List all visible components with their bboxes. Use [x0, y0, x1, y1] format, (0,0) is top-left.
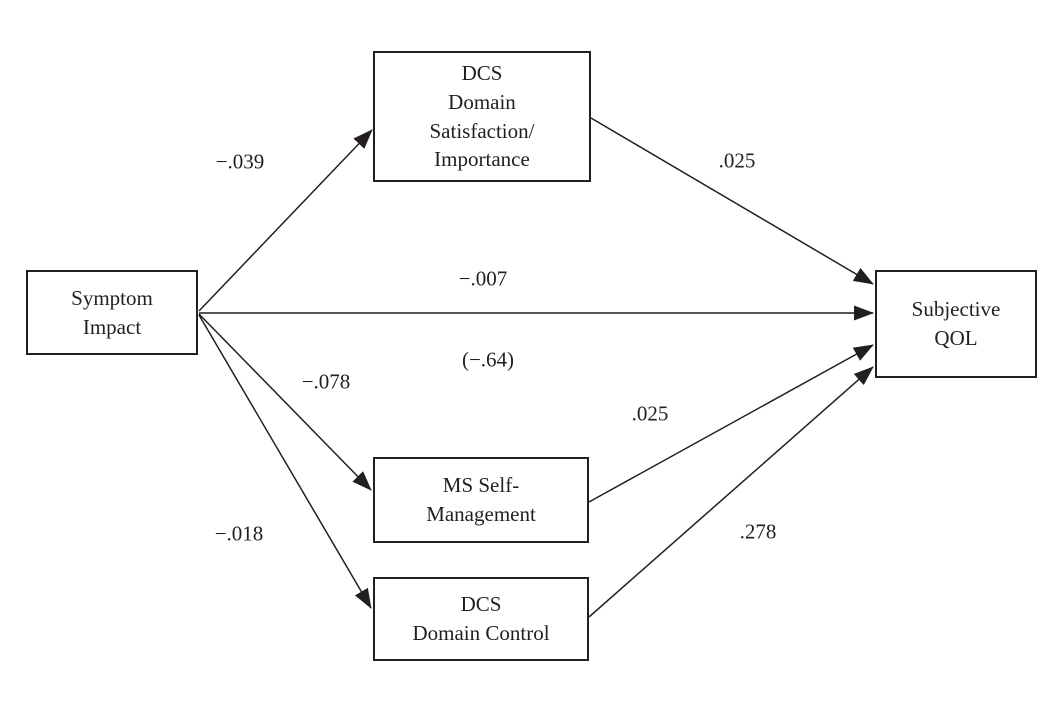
edge-ms-self-management-to-subjective-qol	[588, 344, 874, 503]
coefficient-dcs-domain-control-to-qol: .278	[739, 519, 777, 544]
node-dcs-domain-control: DCS Domain Control	[373, 577, 589, 661]
edge-dcs-domain-control-to-subjective-qol	[588, 366, 874, 618]
node-symptom-impact: Symptom Impact	[26, 270, 198, 355]
edge-symptom-impact-to-ms-self-management	[198, 313, 372, 491]
coefficient-dcs-satisfaction-to-qol: .025	[718, 148, 756, 173]
edge-symptom-impact-to-dcs-domain-control	[198, 314, 372, 609]
edge-dcs-satisfaction-to-subjective-qol	[590, 117, 874, 285]
coefficient-si-to-qol-total: (−.64)	[461, 347, 515, 372]
coefficient-ms-self-management-to-qol: .025	[631, 401, 669, 426]
coefficient-si-to-ms-self-management: −.078	[301, 369, 351, 394]
node-ms-self-management: MS Self- Management	[373, 457, 589, 543]
coefficient-si-to-dcs-satisfaction: −.039	[215, 149, 265, 174]
node-dcs-domain-satisfaction-importance: DCS Domain Satisfaction/ Importance	[373, 51, 591, 182]
edge-symptom-impact-to-dcs-satisfaction	[198, 129, 373, 312]
coefficient-si-to-dcs-domain-control: −.018	[214, 521, 264, 546]
node-subjective-qol: Subjective QOL	[875, 270, 1037, 378]
coefficient-si-to-qol-direct: −.007	[458, 266, 508, 291]
